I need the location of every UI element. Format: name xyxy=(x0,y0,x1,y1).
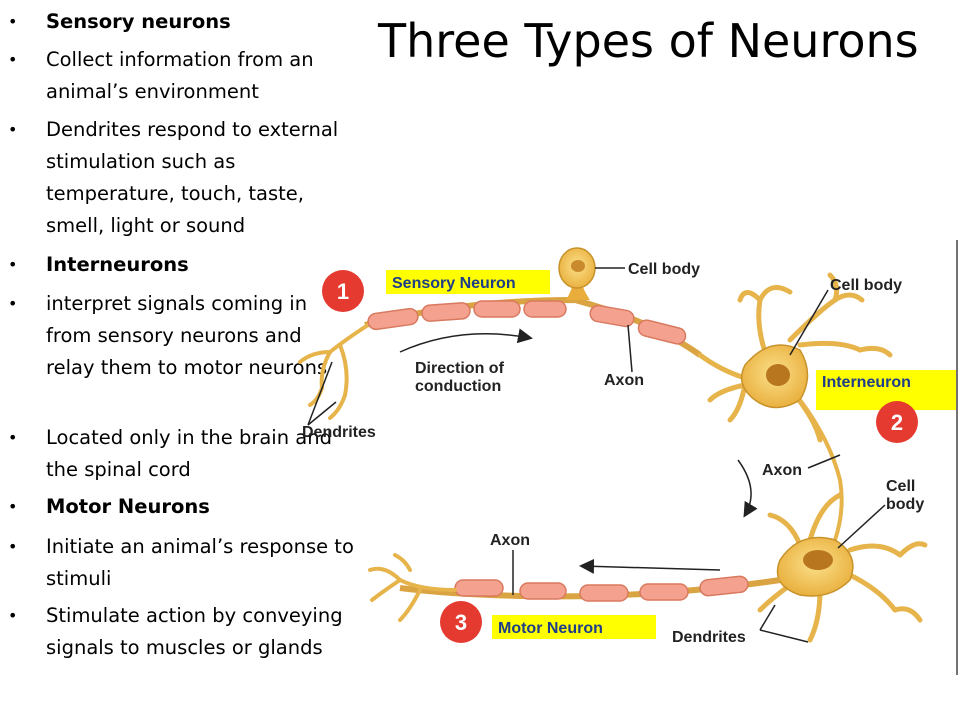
bullet-dot: • xyxy=(8,428,18,447)
sensory-cell-stalk xyxy=(566,278,590,300)
marker-3-number: 3 xyxy=(455,610,467,635)
bullet-text: Sensory neurons xyxy=(46,10,231,33)
bullet-text: Interneurons xyxy=(46,253,189,276)
slide-title: Three Types of Neurons xyxy=(378,14,919,68)
cell-body-label-1: Cell body xyxy=(628,261,700,278)
bullet-dot: • xyxy=(8,606,18,625)
axon-label-3: Axon xyxy=(490,532,530,549)
interneuron-label: Interneuron xyxy=(822,374,911,391)
interneuron-nucleus xyxy=(766,364,790,386)
bullet-dot: • xyxy=(8,537,18,556)
axon-label-2: Axon xyxy=(762,462,802,479)
cell-body-label-3a: Cell xyxy=(886,478,915,495)
motor-terminals xyxy=(368,553,457,622)
direction-label-a: Direction of xyxy=(415,360,505,377)
marker-1-number: 1 xyxy=(337,279,349,304)
direction-arrow-right xyxy=(737,459,758,518)
motor-neuron-label: Motor Neuron xyxy=(498,620,603,637)
axon-label-1: Axon xyxy=(604,372,644,389)
sensory-myelin xyxy=(367,300,687,345)
bullet-text: Located only in the brain and the spinal… xyxy=(46,426,332,481)
sensory-label-highlight xyxy=(386,270,550,294)
bullet-text: interpret signals coming in from sensory… xyxy=(46,292,328,379)
dendrites-label-1: Dendrites xyxy=(302,424,376,441)
bullet-dot: • xyxy=(8,120,18,139)
dendrites-label-2: Dendrites xyxy=(672,629,746,646)
interneuron-axon xyxy=(798,398,844,541)
bullet-dot: • xyxy=(8,12,18,31)
bullet-dot: • xyxy=(8,50,18,69)
bullet-text: Collect information from an animal’s env… xyxy=(46,48,314,103)
bullet-text: Stimulate action by conveying signals to… xyxy=(46,604,343,659)
marker-2-number: 2 xyxy=(891,410,903,435)
direction-arrow-bottom xyxy=(579,558,721,574)
bullet-dot: • xyxy=(8,497,18,516)
direction-arrow-top xyxy=(399,328,533,353)
cell-body-label-2: Cell body xyxy=(830,277,902,294)
sensory-neuron-label: Sensory Neuron xyxy=(392,275,516,292)
marker-3 xyxy=(440,601,482,643)
inter-label-highlight xyxy=(816,370,956,410)
bullet-dot: • xyxy=(8,255,18,274)
motor-label-highlight xyxy=(492,615,656,639)
bullet-text: Motor Neurons xyxy=(46,495,210,518)
marker-1 xyxy=(322,270,364,312)
bullet-text: Dendrites respond to external stimulatio… xyxy=(46,118,339,237)
direction-label-b: conduction xyxy=(415,378,501,395)
bullet-dot: • xyxy=(8,294,18,313)
sensory-nucleus xyxy=(571,260,585,272)
sensory-dendrites xyxy=(298,323,370,420)
leader-lines xyxy=(307,267,886,643)
motor-myelin xyxy=(454,575,749,602)
marker-2 xyxy=(876,401,918,443)
bullet-text: Initiate an animal’s response to stimuli xyxy=(46,535,354,590)
motor-nucleus xyxy=(803,550,833,570)
cell-body-label-3b: body xyxy=(886,496,924,513)
